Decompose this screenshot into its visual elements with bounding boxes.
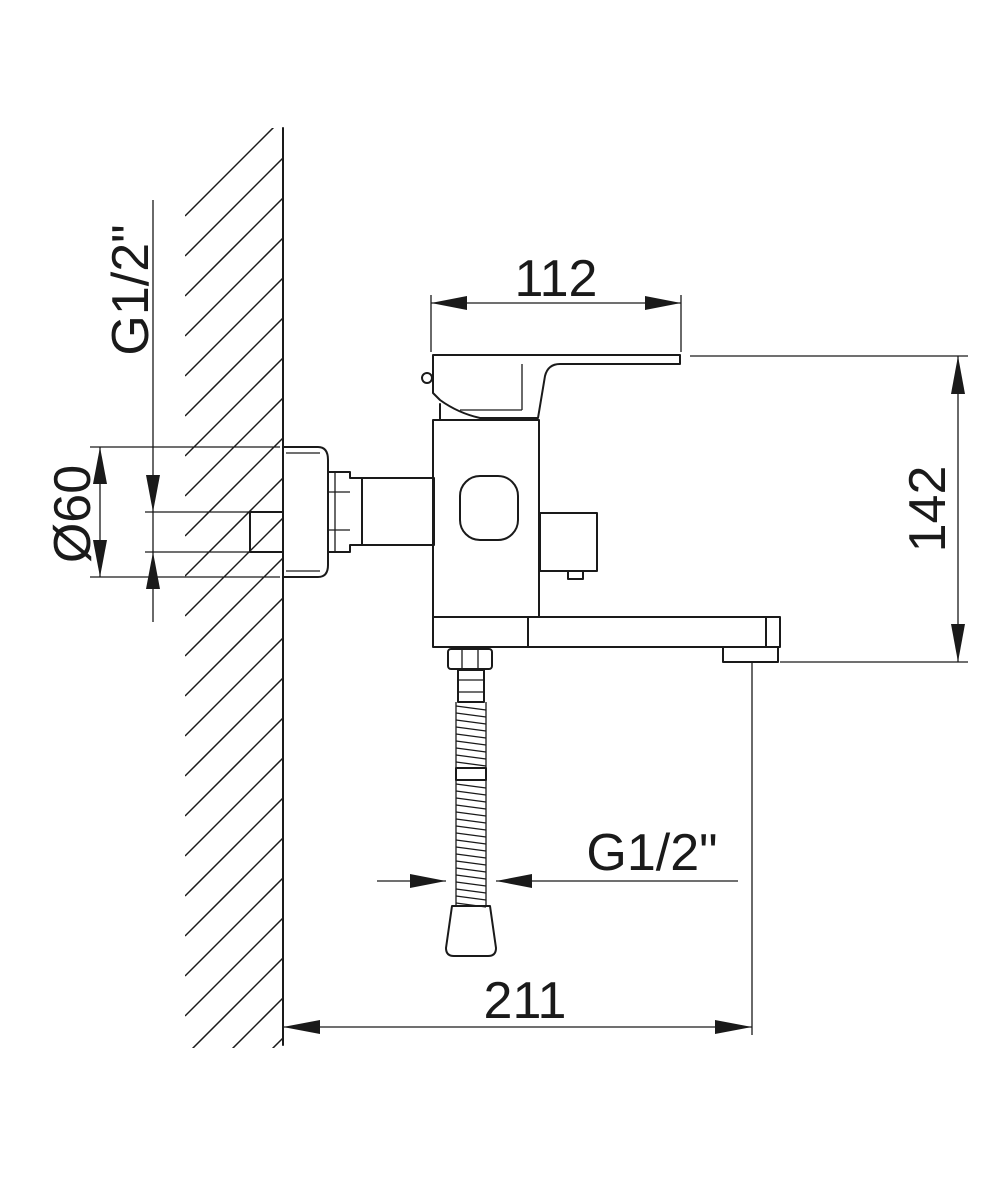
wall-hatching (185, 128, 284, 1048)
dimension-width-112: 112 (430, 250, 682, 352)
dimension-height-142: 142 (690, 355, 968, 663)
spout (432, 616, 781, 663)
dimension-label-thread-wall: G1/2" (102, 224, 160, 355)
dimension-diameter-60: Ø60 (44, 446, 280, 578)
wall-flange (249, 446, 363, 578)
lever-handle (421, 354, 681, 421)
dimension-label-211: 211 (484, 972, 567, 1030)
dimension-label-112: 112 (515, 250, 598, 308)
dimension-length-211: 211 (283, 662, 753, 1035)
dimension-thread-hose: G1/2" (377, 824, 738, 888)
faucet-body (361, 419, 598, 618)
dimension-label-thread-hose: G1/2" (586, 824, 717, 882)
shower-hose (445, 648, 497, 957)
dimension-label-142: 142 (899, 466, 957, 553)
dimension-label-diameter: Ø60 (44, 465, 102, 563)
dimension-thread-wall: G1/2" (102, 200, 250, 622)
